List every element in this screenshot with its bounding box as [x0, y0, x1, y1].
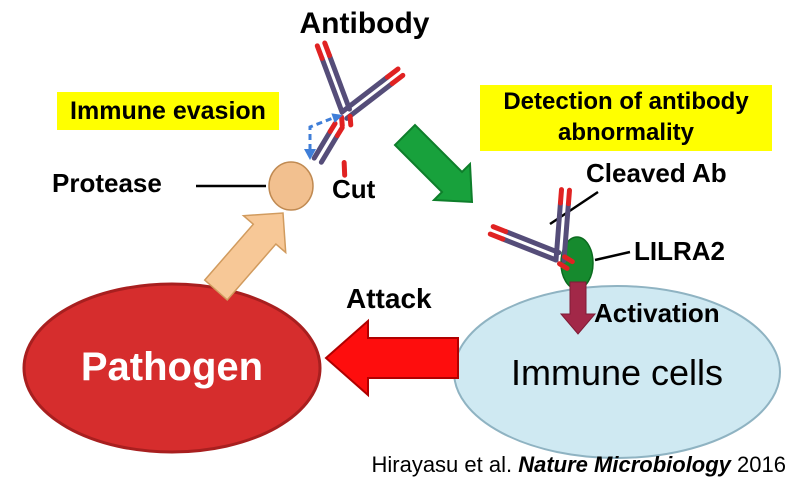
immune-evasion-label: Immune evasion — [70, 96, 266, 125]
immune-cells-label: Immune cells — [510, 352, 724, 393]
antibody-arms — [311, 53, 395, 165]
cut-label: Cut — [332, 174, 376, 204]
lilra2-label: LILRA2 — [634, 236, 725, 266]
pathogen-to-protease-arrow — [203, 212, 287, 301]
citation-authors: Hirayasu et al. — [371, 452, 513, 477]
activation-label: Activation — [594, 298, 720, 328]
detection-box: Detection of antibody abnormality — [480, 85, 772, 151]
cleaved-antibody-arms — [500, 200, 571, 264]
antibody-label: Antibody — [299, 7, 430, 40]
cleaved-antibody-red-tips — [487, 187, 575, 271]
protease-label: Protease — [52, 168, 162, 198]
attack-label: Attack — [346, 283, 432, 314]
citation-journal: Nature Microbiology — [518, 452, 731, 477]
activation-arrow — [559, 281, 597, 335]
detection-label: Detection of antibody abnormality — [503, 88, 749, 146]
lilra2-pointer-line — [594, 250, 631, 262]
cleaved-antibody-figure — [487, 187, 575, 271]
cut-indicator-arrow — [304, 113, 343, 160]
pathogen-label: Pathogen — [80, 345, 264, 389]
antibody-figure — [311, 40, 406, 178]
green-process-arrow — [393, 123, 474, 204]
pathogen-ellipse — [22, 282, 322, 454]
protease-circle — [268, 161, 314, 211]
immune-evasion-box: Immune evasion — [57, 92, 279, 130]
attack-arrow — [324, 318, 459, 398]
citation: Hirayasu et al. Nature Microbiology 2016 — [371, 452, 786, 478]
antibody-red-tips — [314, 40, 406, 178]
cleaved-ab-label: Cleaved Ab — [586, 158, 727, 188]
citation-year: 2016 — [737, 452, 786, 477]
